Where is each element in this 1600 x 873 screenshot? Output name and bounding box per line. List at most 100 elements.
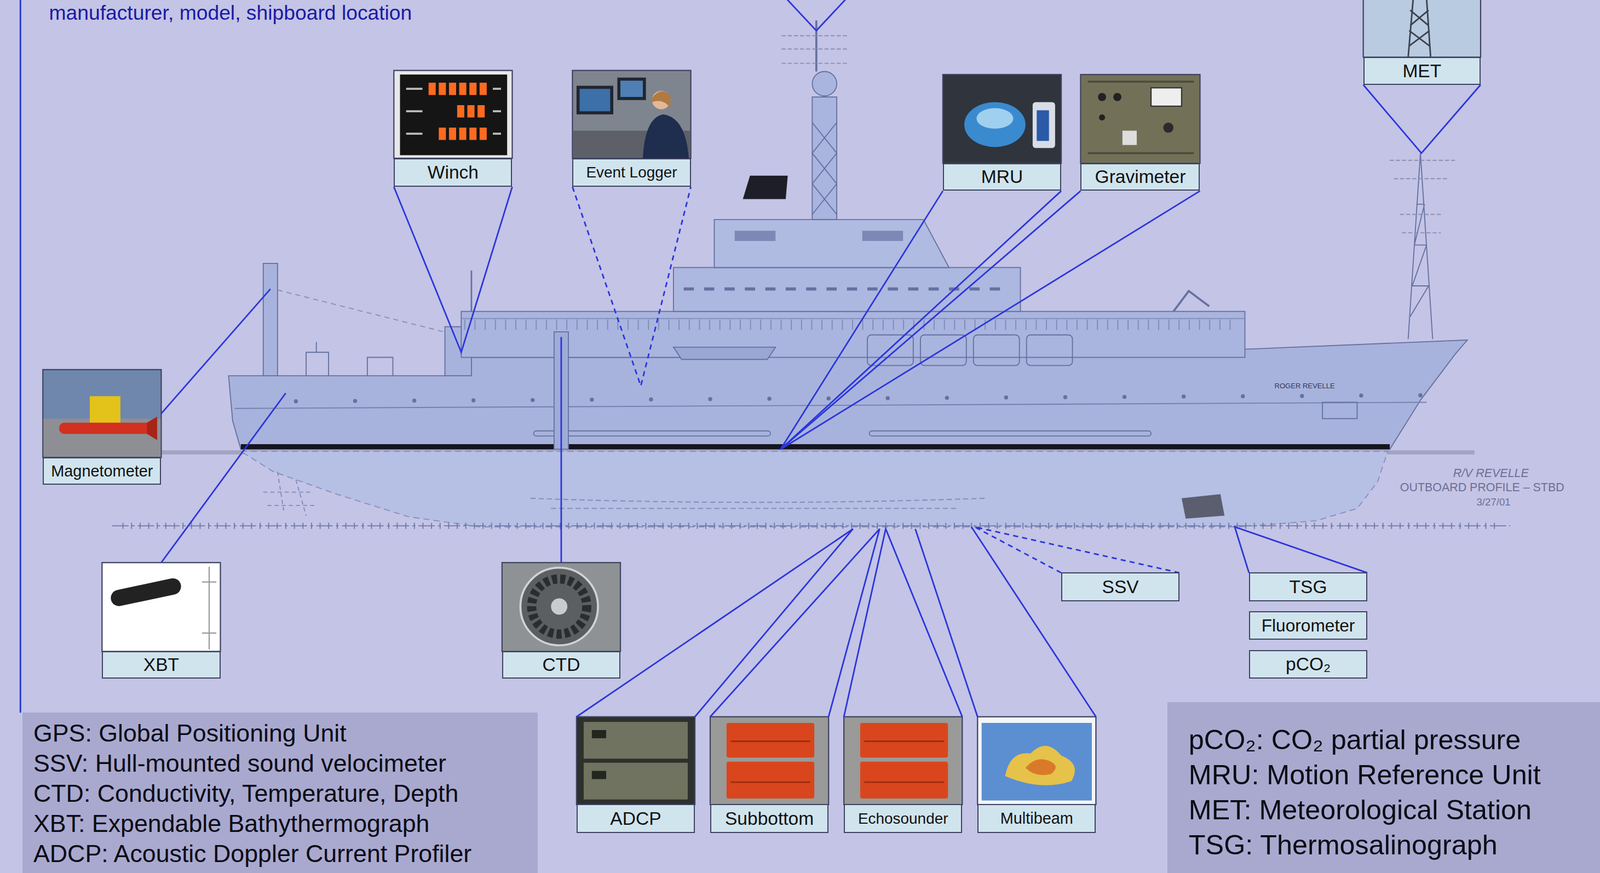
adcp-photo-part: [583, 762, 688, 800]
magnetometer-photo-part: [89, 395, 121, 425]
instrument-name: ADCP: [609, 808, 661, 830]
instrument-name: Gravimeter: [1095, 166, 1187, 188]
magnetometer-photo: [42, 369, 161, 458]
leader-line: [780, 191, 1062, 450]
hull-name: ROGER REVELLE: [1274, 381, 1335, 390]
yardarms-part: [781, 62, 849, 65]
magnetometer-photo-part: [146, 416, 158, 441]
multibeam-photo: [977, 716, 1096, 805]
abbreviation-text: SSV: Hull-mounted sound velocimeter: [33, 747, 447, 779]
echosounder-photo: [843, 716, 963, 805]
upper-deckhouse: [673, 267, 1021, 312]
railing-posts: [464, 319, 1240, 331]
fore-mast-arms: [1389, 160, 1455, 233]
xbt-photo-part: [109, 576, 183, 608]
winch-photo-part: [400, 74, 508, 155]
multibeam-photo-part: [1005, 745, 1075, 786]
instrument-photos: [42, 0, 1481, 805]
echosounder-photo-part: [843, 716, 963, 805]
fore-mast-arms-part: [1401, 232, 1441, 234]
event-logger-photo-part: [620, 80, 643, 97]
adcp-photo-part: [591, 770, 607, 780]
subbottom-photo-part: [726, 722, 815, 758]
bridge-windows-part: [734, 230, 776, 241]
ctd-photo-part: [502, 562, 621, 652]
instrument-label: Magnetometer: [42, 457, 161, 485]
adcp-photo-part: [576, 716, 695, 805]
sonar-dome: [1181, 493, 1225, 519]
abbreviation-panel: GPS: Global Positioning UnitSSV: Hull-mo…: [22, 712, 538, 873]
bridge: [714, 219, 949, 268]
adcp-photo-part: [591, 729, 607, 739]
instrument-label: ADCP: [576, 803, 695, 833]
leader-line: [576, 528, 854, 717]
leader-line: [572, 186, 691, 387]
met-photo-part: [1363, 0, 1481, 57]
instrument-name: Magnetometer: [50, 462, 153, 481]
event-logger-photo-part: [642, 114, 689, 159]
frame-ticks: [122, 522, 1501, 529]
gravimeter-photo-part: [1098, 114, 1105, 121]
bridge-windows-part: [862, 230, 904, 241]
drawing-title: OUTBOARD PROFILE – STBD: [1400, 480, 1565, 495]
railing: [461, 318, 1245, 320]
mru-photo-part: [964, 101, 1026, 147]
winch-photo-part: [457, 105, 488, 118]
adcp-photo-part: [583, 721, 688, 759]
event-logger-photo: [572, 70, 691, 159]
magnetometer-photo-part: [59, 422, 152, 435]
leader-line: [843, 528, 963, 717]
tow-wire: [277, 289, 465, 337]
xbt-photo-part: [202, 632, 217, 634]
stack: [743, 175, 788, 200]
mru-photo-part: [1032, 101, 1056, 148]
main-mast: [812, 96, 837, 220]
instrument-label: XBT: [101, 651, 221, 679]
instrument-label: Event Logger: [572, 158, 691, 187]
instrument-name: pCO₂: [1285, 653, 1331, 675]
multibeam-photo-part: [1025, 758, 1056, 775]
bilge-keel: [530, 498, 985, 509]
leader-line: [1234, 526, 1368, 573]
boat-bays-part: [1026, 334, 1073, 366]
subbottom-photo: [710, 716, 829, 805]
abbreviation-text: ADCP: Acoustic Doppler Current Profiler: [33, 838, 472, 869]
drawing-title: R/V REVELLE: [1453, 466, 1529, 481]
work-boat: [673, 347, 776, 360]
instrument-name: MRU: [981, 166, 1023, 188]
magnetometer-photo-part: [42, 369, 161, 458]
bow-plate: [1322, 402, 1357, 419]
instrument-name: Multibeam: [1000, 809, 1074, 828]
magnetometer-photo-part: [43, 418, 161, 457]
gravimeter-photo-part: [1150, 87, 1182, 107]
event-logger-photo-part: [576, 85, 614, 115]
baseline: [112, 525, 1511, 527]
fore-mast-arms-part: [1389, 159, 1455, 161]
abbreviation-text: CTD: Conductivity, Temperature, Depth: [33, 778, 459, 809]
multibeam-photo-part: [981, 722, 1092, 801]
ctd-photo-part: [550, 597, 568, 615]
ctd-photo: [502, 562, 621, 652]
instrument-label: Winch: [393, 158, 512, 187]
instrument-label: Fluorometer: [1249, 611, 1368, 640]
instrument-label: pCO₂: [1249, 649, 1368, 679]
instrument-label: TSG: [1249, 572, 1368, 601]
portholes: [295, 394, 1449, 401]
gravimeter-photo-part: [1113, 93, 1122, 102]
leader-line: [160, 393, 286, 563]
subbottom-photo-part: [726, 761, 815, 799]
gravimeter-photo-part: [1122, 130, 1137, 146]
mru-photo-part: [942, 74, 1062, 164]
leader-line: [780, 191, 1201, 450]
leader-line: [160, 289, 270, 414]
leader-line: [785, 0, 848, 31]
underwater-hull: [240, 451, 1389, 527]
a-frame: [263, 263, 278, 376]
mru-photo: [942, 74, 1062, 164]
margin-rule: [19, 0, 22, 713]
event-logger-photo-part: [572, 70, 691, 159]
abbreviation-text: GPS: Global Positioning Unit: [33, 717, 347, 748]
leader-line: [393, 186, 512, 353]
abbreviation-text: XBT: Expendable Bathythermograph: [33, 808, 430, 839]
